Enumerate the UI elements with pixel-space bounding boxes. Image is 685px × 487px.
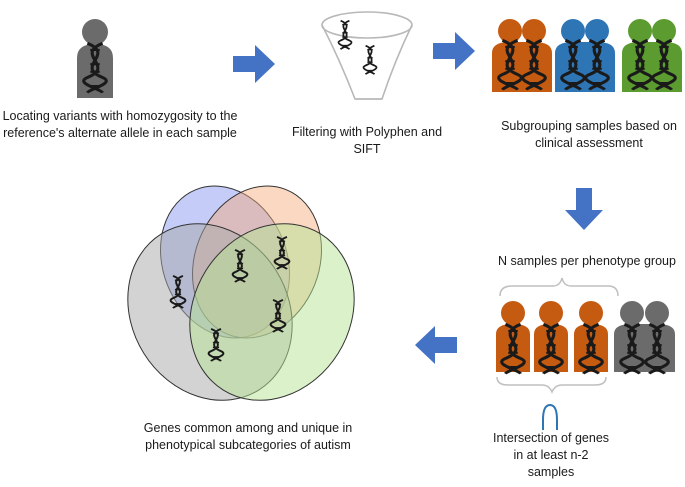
step-filter-label: Filtering with Polyphen and SIFT bbox=[291, 125, 443, 156]
funnel-icon bbox=[321, 11, 413, 100]
step-result-label: Genes common among and unique in phenoty… bbox=[143, 421, 353, 452]
samples-orange bbox=[496, 301, 608, 376]
group-blue bbox=[555, 19, 615, 92]
intersection-symbol-icon bbox=[542, 403, 558, 430]
step-per-group-label: N samples per phenotype group bbox=[498, 254, 676, 268]
step-intersection-label: Intersection of genes in at least n-2 sa… bbox=[492, 431, 610, 479]
block-arrow-icon bbox=[565, 188, 603, 230]
group-orange bbox=[492, 19, 552, 92]
dna-helix-icon bbox=[362, 44, 378, 76]
block-arrow-icon bbox=[415, 326, 457, 364]
group-green bbox=[622, 19, 682, 92]
brace-bracket-icon bbox=[496, 376, 607, 394]
brace-bracket-icon bbox=[499, 277, 619, 297]
block-arrow-icon bbox=[433, 32, 475, 70]
step-subgroup-label: Subgrouping samples based on clinical as… bbox=[501, 119, 677, 150]
venn-diagram bbox=[127, 185, 355, 401]
samples-gray bbox=[614, 301, 675, 376]
person-silhouette-icon bbox=[77, 19, 113, 98]
step-locate-label: Locating variants with homozygosity to t… bbox=[2, 109, 238, 140]
block-arrow-icon bbox=[233, 45, 275, 83]
